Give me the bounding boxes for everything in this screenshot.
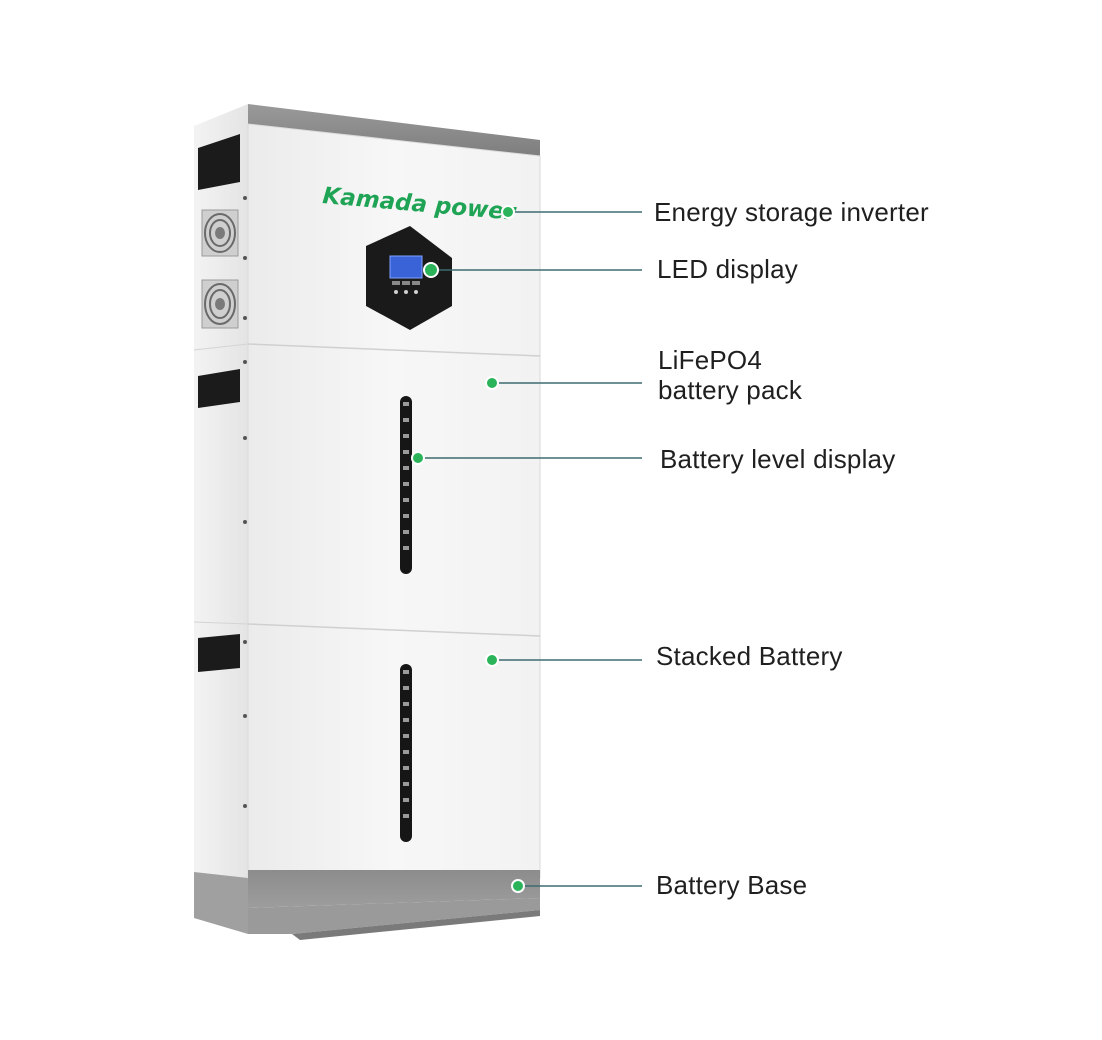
callout-dot-level-display — [411, 451, 425, 465]
battery-level-indicator-upper — [400, 396, 412, 574]
callout-dot-battery-pack — [485, 376, 499, 390]
level-led-segment — [403, 434, 409, 438]
module-seam — [247, 623, 541, 637]
level-led-segment — [403, 498, 409, 502]
level-led-segment — [403, 670, 409, 674]
handle-slot — [198, 634, 240, 672]
label-battery-level-display: Battery level display — [660, 444, 896, 474]
callout-dot-battery-base — [511, 879, 525, 893]
level-led-segment — [403, 482, 409, 486]
leader-lines — [418, 211, 642, 887]
handle-slot — [198, 134, 240, 190]
callout-dot-led-display — [423, 262, 439, 278]
cooling-fan-bottom — [201, 279, 239, 329]
level-led-segment — [403, 450, 409, 454]
level-led-segment — [403, 402, 409, 406]
lcd-screen — [389, 255, 423, 279]
module-seam — [247, 343, 541, 357]
level-led-segment — [403, 702, 409, 706]
callout-dot-inverter — [501, 205, 515, 219]
level-led-segment — [403, 466, 409, 470]
level-led-segment — [403, 530, 409, 534]
level-led-segment — [403, 734, 409, 738]
top-trim — [248, 104, 540, 156]
level-led-segment — [403, 514, 409, 518]
handle-slot — [198, 369, 240, 408]
level-led-segment — [403, 798, 409, 802]
cooling-fan-top — [201, 209, 239, 257]
level-led-segment — [403, 718, 409, 722]
label-lifepo4-battery-pack: LiFePO4 battery pack — [658, 345, 803, 405]
level-led-segment — [403, 418, 409, 422]
level-led-segment — [403, 686, 409, 690]
label-stacked-battery: Stacked Battery — [656, 641, 843, 671]
level-led-segment — [403, 814, 409, 818]
level-led-segment — [403, 766, 409, 770]
led-display-unit — [366, 226, 452, 330]
level-led-segment — [403, 546, 409, 550]
label-energy-storage-inverter: Energy storage inverter — [654, 197, 929, 227]
level-led-segment — [403, 782, 409, 786]
callout-dots — [411, 205, 525, 893]
level-led-segment — [403, 750, 409, 754]
battery-base-plinth — [248, 870, 540, 940]
callout-dot-stacked-battery — [485, 653, 499, 667]
label-led-display: LED display — [657, 254, 798, 284]
battery-level-indicator-lower — [400, 664, 412, 842]
label-battery-base: Battery Base — [656, 870, 808, 900]
side-screws — [243, 196, 247, 808]
